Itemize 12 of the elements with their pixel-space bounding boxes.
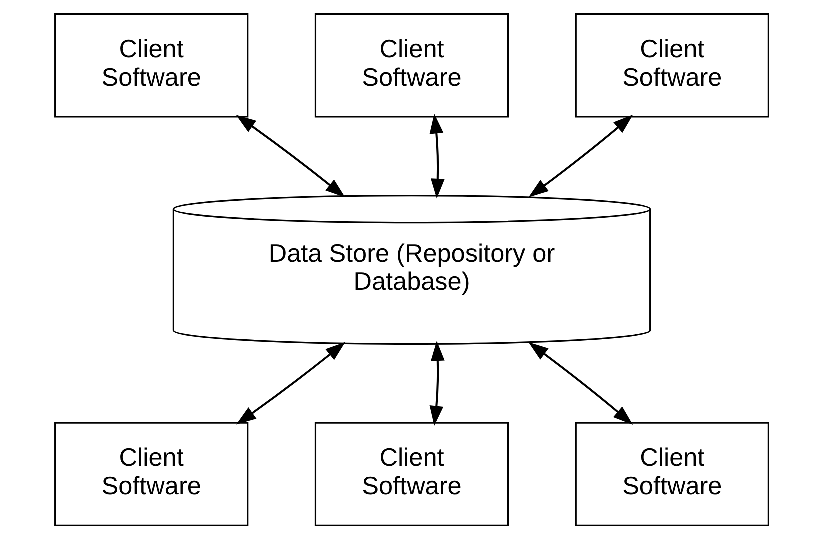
node-box: Client Software [575, 422, 770, 526]
arrow [236, 115, 346, 198]
arrow [430, 114, 445, 199]
node-box: Client Software [54, 14, 249, 118]
node-box: Client Software [314, 422, 510, 526]
node-box: Client Software [54, 422, 249, 526]
arrow [528, 114, 634, 198]
arrow [236, 342, 346, 425]
node-box: Client Software [575, 14, 770, 118]
arrow [430, 341, 445, 426]
arrow [528, 342, 634, 425]
node-box: Client Software [314, 14, 510, 118]
